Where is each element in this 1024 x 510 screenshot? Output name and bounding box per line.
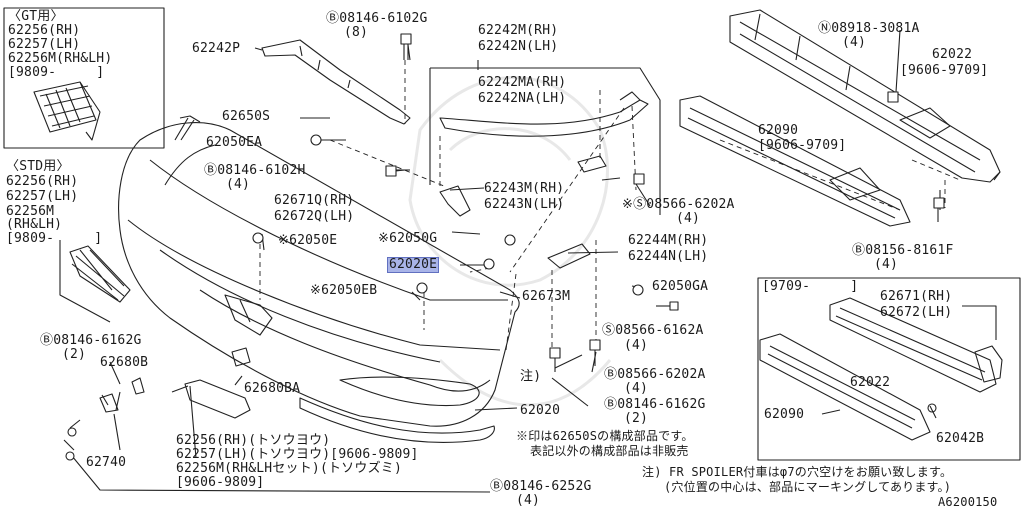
label-62256M-set: 62256M(RH&LHセット)(トソウズミ) xyxy=(176,461,402,476)
label-62650S: 62650S xyxy=(222,109,271,124)
label-62672Q: 62672Q(LH) xyxy=(274,209,355,224)
watermark xyxy=(408,76,612,407)
label-62244N: 62244N(LH) xyxy=(628,249,709,264)
label-62022: 62022 xyxy=(932,47,973,62)
label-bolt-8161F: Ⓑ08156-8161F xyxy=(852,243,954,258)
label-62257-painted: 62257(LH)(トソウヨウ)[9606-9809] xyxy=(176,447,419,462)
label-62671Q: 62671Q(RH) xyxy=(274,193,355,208)
spoiler-lip xyxy=(299,397,495,443)
inset-62672: 62672(LH) xyxy=(880,305,953,320)
label-note-mark: 注) xyxy=(520,369,542,384)
label-bolt-6102H: Ⓑ08146-6102H xyxy=(204,163,306,178)
inset-62090: 62090 xyxy=(764,407,805,422)
gt-inset-line: 62256M(RH&LH) xyxy=(8,51,113,66)
upper-bracket-62242P xyxy=(261,39,411,125)
gt-inset-range: [9809- ] xyxy=(8,65,105,80)
label-qty: (4) xyxy=(226,177,251,192)
label-62242M: 62242M(RH) xyxy=(478,23,559,38)
label-62090: 62090 xyxy=(758,123,799,138)
bumper-cover xyxy=(118,115,520,427)
inset-62042B: 62042B xyxy=(936,431,985,446)
note-line-2: 表記以外の構成部品は非販売 xyxy=(530,444,689,458)
label-62680B: 62680B xyxy=(100,355,149,370)
label-screw-6162A: Ⓢ08566-6162A xyxy=(602,323,704,338)
label-62020: 62020 xyxy=(520,403,561,418)
footnote-1: 注) FR SPOILER付車はφ7の穴空けをお願い致します。 xyxy=(642,465,953,479)
std-heading: 〈STD用〉 xyxy=(6,159,70,174)
inset-62022: 62022 xyxy=(850,375,891,390)
lower-grille-62256 xyxy=(184,379,251,419)
reinforcement-62022 xyxy=(729,9,1001,183)
label-62050E: ※62050E xyxy=(278,233,338,248)
label-62243N: 62243N(LH) xyxy=(484,197,565,212)
label-qty: (4) xyxy=(624,338,649,353)
label-62020E-highlighted[interactable]: 62020E xyxy=(386,257,440,273)
upper-bracket-62242MA xyxy=(439,99,649,137)
new-reinforcement xyxy=(759,297,1003,441)
label-screw-6202A-2: Ⓑ08566-6202A xyxy=(604,367,706,382)
label-qty: (2) xyxy=(624,411,649,426)
inset-62671: 62671(RH) xyxy=(880,289,953,304)
fasteners xyxy=(65,33,945,461)
label-bolt-6252G: Ⓑ08146-6252G xyxy=(490,479,592,494)
label-qty: (4) xyxy=(624,381,649,396)
label-62050EB: ※62050EB xyxy=(310,283,378,298)
std-line: 62257(LH) xyxy=(6,189,79,204)
label-qty: (4) xyxy=(516,493,541,508)
label-bolt-6162G: Ⓑ08146-6162G xyxy=(40,333,142,348)
label-screw-6202A: ※Ⓢ08566-6202A xyxy=(622,197,735,212)
label-62244M: 62244M(RH) xyxy=(628,233,709,248)
label-bolt-6162G-2: Ⓑ08146-6162G xyxy=(604,397,706,412)
label-qty: (2) xyxy=(62,347,87,362)
label-62243M: 62243M(RH) xyxy=(484,181,565,196)
label-62673M: 62673M xyxy=(522,289,571,304)
label-62242N: 62242N(LH) xyxy=(478,39,559,54)
label-62022-range: [9606-9709] xyxy=(900,63,989,78)
gt-grille-part xyxy=(33,81,101,141)
gt-inset-heading: 〈GT用〉 xyxy=(8,9,64,24)
label-qty: (4) xyxy=(676,211,701,226)
label-nut-3081A: Ⓝ08918-3081A xyxy=(818,21,920,36)
footnote-2: (穴位置の中心は、部品にマーキングしてあります。) xyxy=(664,480,952,494)
std-grille-part xyxy=(69,245,131,303)
label-range: [9606-9809] xyxy=(176,475,265,490)
label-bolt-6102G: Ⓑ08146-6102G xyxy=(326,11,428,26)
label-62050G: ※62050G xyxy=(378,231,438,246)
gt-inset-line: 62256(RH) xyxy=(8,23,81,38)
label-qty: (8) xyxy=(344,25,369,40)
std-line: 62256M xyxy=(6,204,55,219)
label-qty: (4) xyxy=(842,35,867,50)
label-62242P: 62242P xyxy=(192,41,241,56)
label-62050GA: 62050GA xyxy=(652,279,709,294)
std-line: 62256(RH) xyxy=(6,174,79,189)
std-line: (RH&LH) xyxy=(6,217,63,232)
label-62256-painted: 62256(RH)(トソウヨウ) xyxy=(176,433,331,448)
label-62090-range: [9606-9709] xyxy=(758,138,847,153)
label-62680BA: 62680BA xyxy=(244,381,301,396)
label-qty: (4) xyxy=(874,257,899,272)
gt-inset-line: 62257(LH) xyxy=(8,37,81,52)
diagram-code: A6200150 xyxy=(938,495,998,509)
inset-range: [9709- ] xyxy=(762,279,859,294)
label-62050EA: 62050EA xyxy=(206,135,263,150)
label-62740: 62740 xyxy=(86,455,127,470)
std-range: [9809- ] xyxy=(6,231,103,246)
label-62242NA: 62242NA(LH) xyxy=(478,91,567,106)
bracket-group-frame xyxy=(429,67,661,215)
note-line-1: ※印は62650Sの構成部品です。 xyxy=(516,429,694,443)
label-62242MA: 62242MA(RH) xyxy=(478,75,567,90)
